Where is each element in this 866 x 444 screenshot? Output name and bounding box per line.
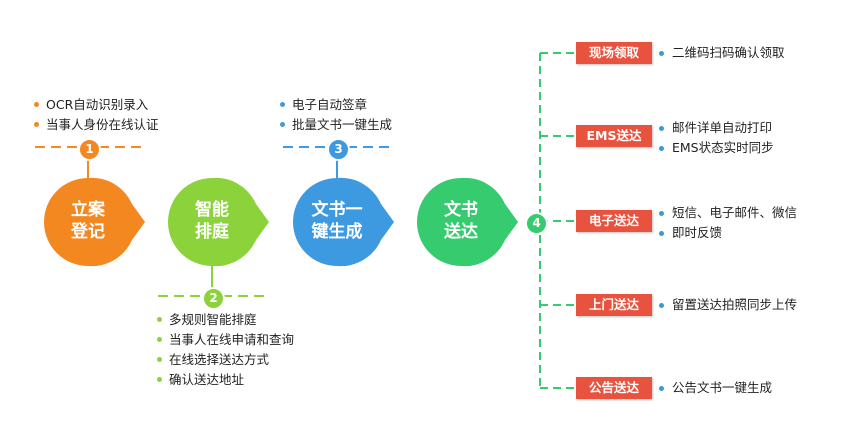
bullet-dot bbox=[34, 122, 39, 127]
channel-electronic: 电子送达 bbox=[576, 210, 652, 232]
channel-onsite-pickup: 现场领取 bbox=[576, 42, 652, 64]
stage-4-label-line1: 文书 bbox=[444, 200, 478, 220]
stage-1-bullet: OCR自动识别录入 bbox=[34, 97, 148, 113]
bullet-dot bbox=[157, 357, 162, 362]
channel-item: 二维码扫码确认领取 bbox=[672, 45, 785, 60]
bullet-dot bbox=[280, 122, 285, 127]
stage-3-bullet: 电子自动签章 bbox=[280, 97, 367, 113]
channel-item: 邮件详单自动打印 bbox=[672, 120, 773, 135]
bullet-text: 在线选择送达方式 bbox=[169, 352, 270, 367]
stage-1-label-line1: 立案 bbox=[71, 200, 105, 220]
bullet-dot bbox=[659, 146, 664, 151]
bullet-text: OCR自动识别录入 bbox=[46, 97, 149, 112]
stage-2-label: 智能 排庭 bbox=[172, 199, 252, 243]
stage-2-bullet: 多规则智能排庭 bbox=[157, 312, 257, 328]
bullet-dot bbox=[659, 211, 664, 216]
channel-item: 即时反馈 bbox=[672, 225, 723, 240]
bullet-dot bbox=[157, 377, 162, 382]
stage-3-label-line1: 文书一 bbox=[311, 200, 363, 220]
channel-door-to-door: 上门送达 bbox=[576, 294, 652, 316]
bullet-dot bbox=[659, 386, 664, 391]
bullet-text: 电子自动签章 bbox=[292, 97, 368, 112]
channel-ems: EMS送达 bbox=[576, 125, 652, 147]
channel-item: 留置送达拍照同步上传 bbox=[672, 297, 798, 312]
stage-3-label: 文书一 键生成 bbox=[297, 199, 377, 243]
channel-item: 短信、电子邮件、微信 bbox=[672, 205, 798, 220]
stage-3-shape bbox=[293, 177, 394, 267]
bullet-dot bbox=[659, 303, 664, 308]
bullet-text: 多规则智能排庭 bbox=[169, 312, 257, 327]
stage-2-label-line1: 智能 bbox=[195, 200, 229, 220]
stage-1-number-badge: 1 bbox=[78, 138, 101, 161]
stage-2-bullet: 当事人在线申请和查询 bbox=[157, 332, 294, 348]
stage-2-label-line2: 排庭 bbox=[195, 222, 229, 242]
stage-4-shape bbox=[417, 177, 518, 267]
bullet-text: 确认送达地址 bbox=[169, 372, 245, 387]
bullet-text: 当事人身份在线认证 bbox=[46, 117, 159, 132]
bullet-text: 批量文书一键生成 bbox=[292, 117, 393, 132]
bullet-dot bbox=[659, 126, 664, 131]
stage-4-number-badge: 4 bbox=[525, 212, 548, 235]
stage-3-bullet: 批量文书一键生成 bbox=[280, 117, 392, 133]
bullet-text: 当事人在线申请和查询 bbox=[169, 332, 295, 347]
channel-public-notice: 公告送达 bbox=[576, 377, 652, 399]
stage-3-number-badge: 3 bbox=[327, 138, 350, 161]
stage-4-label: 文书 送达 bbox=[421, 199, 501, 243]
channel-item: EMS状态实时同步 bbox=[672, 140, 774, 155]
stage-1-label: 立案 登记 bbox=[48, 199, 128, 243]
bullet-dot bbox=[157, 337, 162, 342]
stage-1-label-line2: 登记 bbox=[71, 222, 105, 242]
channel-item: 公告文书一键生成 bbox=[672, 380, 773, 395]
bullet-dot bbox=[659, 231, 664, 236]
stage-4-label-line2: 送达 bbox=[444, 222, 478, 242]
bullet-dot bbox=[280, 102, 285, 107]
stage-1-bullet: 当事人身份在线认证 bbox=[34, 117, 159, 133]
bullet-dot bbox=[157, 317, 162, 322]
stage-1-shape bbox=[44, 177, 145, 267]
stage-2-bullet: 确认送达地址 bbox=[157, 372, 244, 388]
stage-2-shape bbox=[168, 177, 269, 267]
bullet-dot bbox=[34, 102, 39, 107]
bullet-dot bbox=[659, 51, 664, 56]
stage-3-label-line2: 键生成 bbox=[311, 222, 363, 242]
stage-2-number-badge: 2 bbox=[202, 287, 225, 310]
stage-2-bullet: 在线选择送达方式 bbox=[157, 352, 269, 368]
